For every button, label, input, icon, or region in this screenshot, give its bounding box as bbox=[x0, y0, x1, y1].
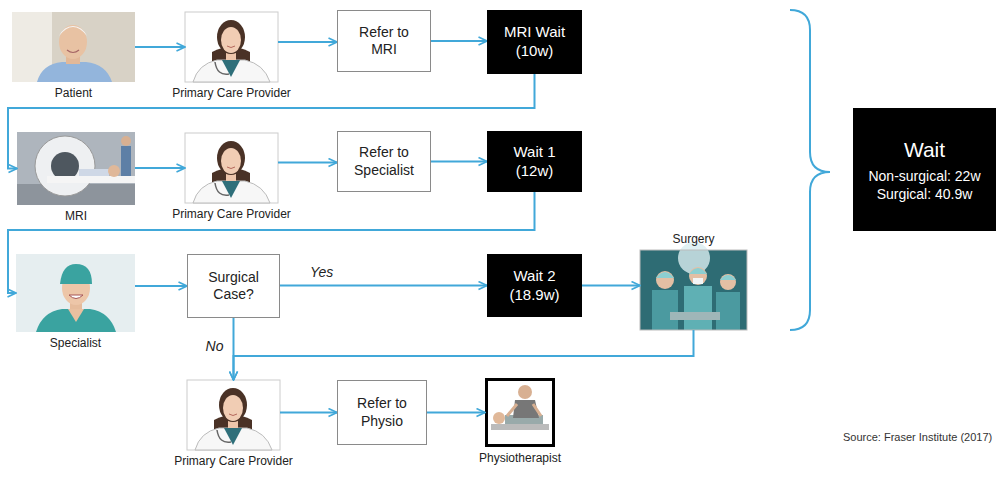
surgery-photo bbox=[720, 275, 736, 280]
photo-node: MRI bbox=[17, 132, 135, 205]
wait-box: MRI Wait (10w) bbox=[487, 10, 582, 74]
curly-brace bbox=[790, 10, 830, 330]
photo-caption: Primary Care Provider bbox=[115, 86, 348, 100]
surgery-photo bbox=[652, 290, 678, 330]
photo-node: Primary Care Provider bbox=[187, 380, 280, 450]
connector-arrow bbox=[427, 412, 485, 414]
specialist-photo bbox=[16, 254, 135, 332]
process-box: Refer to Specialist bbox=[337, 131, 431, 192]
mri-photo bbox=[47, 176, 135, 183]
surgery-photo bbox=[640, 242, 747, 330]
mri-photo bbox=[17, 132, 135, 205]
physio-photo bbox=[487, 380, 554, 446]
wait-text: Wait 1 (12w) bbox=[495, 143, 574, 181]
edge-label: No bbox=[204, 338, 226, 354]
doctor-photo bbox=[185, 133, 278, 203]
mri-photo bbox=[121, 146, 131, 176]
connector-arrow bbox=[278, 162, 337, 164]
process-box: Surgical Case? bbox=[187, 254, 280, 318]
specialist-photo bbox=[60, 264, 92, 284]
surgery-photo bbox=[656, 272, 674, 278]
patient-photo bbox=[12, 12, 135, 82]
connector-arrow bbox=[135, 167, 185, 169]
surgery-photo bbox=[689, 267, 707, 285]
summary-text: Non-surgical: 22w bbox=[868, 167, 980, 185]
connector-arrow bbox=[278, 41, 337, 43]
photo-caption: Primary Care Provider bbox=[117, 454, 350, 468]
photo-node: Patient bbox=[12, 12, 135, 82]
photo-node: Specialist bbox=[16, 254, 135, 332]
doctor-photo bbox=[187, 380, 280, 450]
photo-node: Primary Care Provider bbox=[185, 133, 278, 203]
surgery-photo bbox=[684, 286, 712, 330]
box-text: Refer to MRI bbox=[346, 24, 422, 59]
mri-photo bbox=[121, 136, 131, 146]
connector-arrow bbox=[431, 161, 487, 163]
surgery-photo bbox=[678, 242, 710, 274]
wait-text: MRI Wait (10w) bbox=[495, 23, 574, 61]
photo-node: Primary Care Provider bbox=[185, 12, 278, 82]
doctor-photo bbox=[185, 12, 278, 82]
connector-arrow bbox=[280, 412, 337, 414]
edge-label: Yes bbox=[308, 264, 335, 280]
physio-photo bbox=[491, 424, 549, 430]
box-text: Refer to Specialist bbox=[346, 144, 422, 179]
photo-caption: Physiotherapist bbox=[415, 451, 625, 465]
surgery-photo bbox=[720, 274, 736, 290]
mri-photo bbox=[17, 132, 135, 205]
connector-arrow bbox=[431, 40, 487, 42]
patient-photo bbox=[59, 26, 87, 36]
summary-text: Surgical: 40.9w bbox=[877, 185, 973, 203]
doctor-photo bbox=[185, 133, 278, 203]
summary-text: Wait bbox=[904, 136, 945, 163]
photo-node: Surgery bbox=[640, 250, 747, 330]
process-box: Refer to Physio bbox=[337, 380, 427, 445]
box-text: Refer to Physio bbox=[346, 395, 418, 430]
specialist-photo bbox=[68, 309, 84, 322]
connector-arrow bbox=[234, 330, 694, 380]
mri-photo bbox=[51, 152, 79, 180]
mri-photo bbox=[79, 169, 109, 176]
doctor-photo bbox=[185, 12, 278, 82]
specialist-photo bbox=[36, 309, 116, 332]
box-text: Surgical Case? bbox=[196, 269, 271, 304]
wait-text: Wait 2 (18.9w) bbox=[495, 267, 574, 305]
surgery-photo bbox=[656, 271, 674, 289]
summary-box: WaitNon-surgical: 22wSurgical: 40.9w bbox=[853, 108, 996, 231]
doctor-photo bbox=[187, 380, 280, 450]
patient-photo bbox=[37, 62, 112, 82]
specialist-photo bbox=[69, 295, 83, 299]
photo-caption: Surgery bbox=[570, 232, 817, 246]
physio-photo bbox=[518, 385, 532, 399]
surgery-photo bbox=[640, 250, 747, 330]
wait-box: Wait 2 (18.9w) bbox=[487, 254, 582, 317]
photo-caption: Specialist bbox=[0, 336, 205, 350]
photo-node: Physiotherapist bbox=[485, 378, 555, 447]
mri-photo bbox=[35, 136, 95, 196]
connector-arrow bbox=[280, 285, 487, 287]
surgery-photo bbox=[693, 278, 703, 284]
mri-photo bbox=[108, 165, 120, 177]
surgery-photo bbox=[716, 292, 740, 330]
photo-caption: Primary Care Provider bbox=[115, 207, 348, 221]
specialist-photo bbox=[16, 254, 135, 332]
surgery-photo bbox=[689, 268, 707, 274]
connector-arrow bbox=[582, 285, 640, 287]
physio-photo bbox=[507, 404, 541, 416]
patient-photo bbox=[59, 25, 87, 59]
surgery-photo bbox=[670, 312, 720, 320]
physio-photo bbox=[487, 380, 554, 446]
physio-photo bbox=[493, 412, 505, 424]
wait-box: Wait 1 (12w) bbox=[487, 131, 582, 192]
patient-photo bbox=[12, 12, 135, 82]
process-box: Refer to MRI bbox=[337, 10, 431, 72]
source-note: Source: Fraser Institute (2017) bbox=[843, 431, 992, 443]
connector-arrow bbox=[135, 285, 187, 287]
connector-arrow bbox=[135, 46, 185, 48]
patient-photo bbox=[67, 50, 79, 53]
